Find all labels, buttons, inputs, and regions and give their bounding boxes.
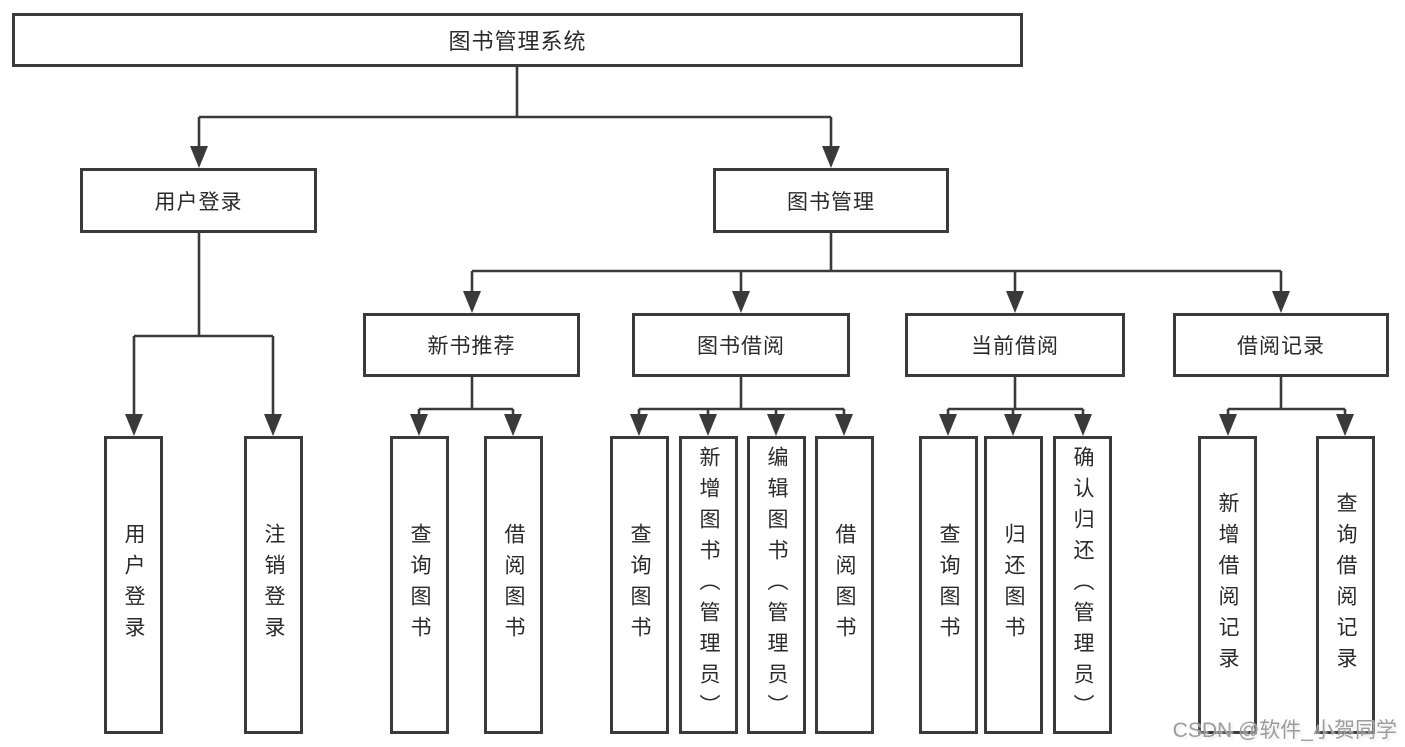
connector-book-management <box>470 233 1283 294</box>
node-label: 查询图书 <box>937 523 960 647</box>
node-label: 借阅图书 <box>502 523 525 647</box>
node-label: 用户登录 <box>122 523 145 647</box>
node-label: 借阅记录 <box>1237 335 1325 358</box>
node-borrow-records: 借阅记录 <box>1173 313 1389 377</box>
node-label: 借阅图书 <box>833 523 856 647</box>
node-new-book-recommend: 新书推荐 <box>363 313 580 377</box>
csdn-watermark: CSDN @软件_小贺同学 <box>1172 719 1397 742</box>
arrow-down-icon <box>504 414 522 436</box>
node-label: 用户登录 <box>154 190 243 214</box>
arrow-down-icon <box>190 146 208 168</box>
arrow-down-icon <box>264 414 282 436</box>
connector-book-borrow <box>637 377 846 416</box>
node-label: 归还图书 <box>1002 523 1025 647</box>
node-current-borrow: 当前借阅 <box>905 313 1125 377</box>
node-label: 新书推荐 <box>427 335 516 358</box>
arrow-down-icon <box>822 146 840 168</box>
leaf-borrow-books: 借阅图书 <box>815 436 874 734</box>
arrow-down-icon <box>939 414 957 436</box>
connector-user-login <box>132 233 275 416</box>
leaf-logout: 注销登录 <box>244 436 303 734</box>
connector-root <box>197 67 833 148</box>
leaf-query-books-current: 查询图书 <box>919 436 978 734</box>
arrow-down-icon <box>125 414 143 436</box>
leaf-confirm-return-admin: 确认归还（管理员） <box>1053 436 1112 734</box>
connector-new-book-recommend <box>417 377 515 416</box>
arrow-down-icon <box>1219 414 1237 436</box>
node-label: 图书管理 <box>787 190 875 214</box>
node-book-management: 图书管理 <box>713 168 949 233</box>
node-label: 查询借阅记录 <box>1334 492 1357 678</box>
connector-borrow-records <box>1226 377 1347 416</box>
connector-current-borrow <box>946 377 1085 416</box>
arrow-down-icon <box>630 414 648 436</box>
arrow-down-icon <box>835 414 853 436</box>
node-label: 新增图书（管理员） <box>697 445 720 725</box>
arrow-down-icon <box>410 414 428 436</box>
leaf-query-books-borrow: 查询图书 <box>610 436 669 734</box>
node-label: 图书借阅 <box>697 335 785 358</box>
node-root: 图书管理系统 <box>12 13 1023 67</box>
node-label: 注销登录 <box>262 523 285 647</box>
arrow-down-icon <box>1336 414 1354 436</box>
node-book-borrow: 图书借阅 <box>632 313 850 377</box>
node-label: 当前借阅 <box>971 335 1059 358</box>
leaf-edit-book-admin: 编辑图书（管理员） <box>747 436 806 734</box>
arrow-down-icon <box>699 414 717 436</box>
arrow-down-icon <box>1004 414 1022 436</box>
leaf-user-login: 用户登录 <box>104 436 163 734</box>
leaf-query-books-recommend: 查询图书 <box>390 436 449 734</box>
leaf-add-borrow-record: 新增借阅记录 <box>1198 436 1257 734</box>
node-label: 新增借阅记录 <box>1216 492 1239 678</box>
arrowheads <box>125 146 1354 436</box>
arrow-down-icon <box>1006 291 1024 313</box>
arrow-down-icon <box>767 414 785 436</box>
node-label: 编辑图书（管理员） <box>765 445 788 725</box>
node-label: 查询图书 <box>408 523 431 647</box>
leaf-add-book-admin: 新增图书（管理员） <box>679 436 738 734</box>
node-label: 图书管理系统 <box>448 29 587 54</box>
node-label: 确认归还（管理员） <box>1071 445 1094 725</box>
leaf-borrow-books-recommend: 借阅图书 <box>484 436 543 734</box>
node-user-login-branch: 用户登录 <box>80 168 317 233</box>
leaf-return-book: 归还图书 <box>984 436 1043 734</box>
arrow-down-icon <box>463 291 481 313</box>
arrow-down-icon <box>1272 291 1290 313</box>
arrow-down-icon <box>732 291 750 313</box>
arrow-down-icon <box>1074 414 1092 436</box>
leaf-query-borrow-record: 查询借阅记录 <box>1316 436 1375 734</box>
node-label: 查询图书 <box>628 523 651 647</box>
